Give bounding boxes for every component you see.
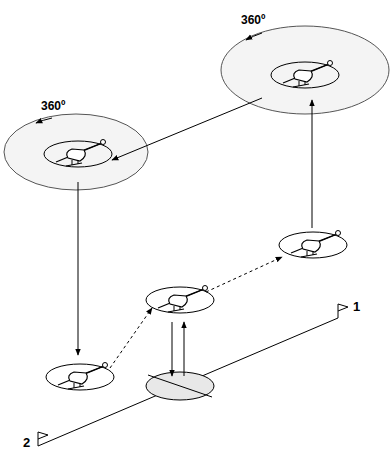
point-number: 2 xyxy=(22,436,31,449)
rotation-label: 360º xyxy=(40,100,66,112)
helicopter xyxy=(46,363,114,391)
turn-circle xyxy=(4,114,148,190)
path-arrow xyxy=(206,257,282,292)
helicopter xyxy=(271,61,339,89)
helicopter xyxy=(146,286,214,314)
path-arrow xyxy=(78,182,79,355)
point-number: 1 xyxy=(352,300,361,313)
path-arrow xyxy=(112,98,262,160)
rotation-label: 360º xyxy=(240,14,266,26)
path-arrow xyxy=(312,100,313,228)
flag-marker xyxy=(338,304,348,318)
hover-cross xyxy=(148,375,212,397)
turn-circle xyxy=(221,26,389,114)
ground-line xyxy=(38,318,338,446)
turn-arrow xyxy=(36,118,52,123)
turn-arrow xyxy=(246,33,262,40)
helicopter xyxy=(44,140,112,168)
descent-arrow xyxy=(172,322,173,376)
ascent-arrow xyxy=(184,322,185,376)
path-arrow xyxy=(110,308,152,368)
helicopter xyxy=(279,231,347,259)
flag-marker xyxy=(38,432,48,446)
hover-point xyxy=(146,372,214,400)
